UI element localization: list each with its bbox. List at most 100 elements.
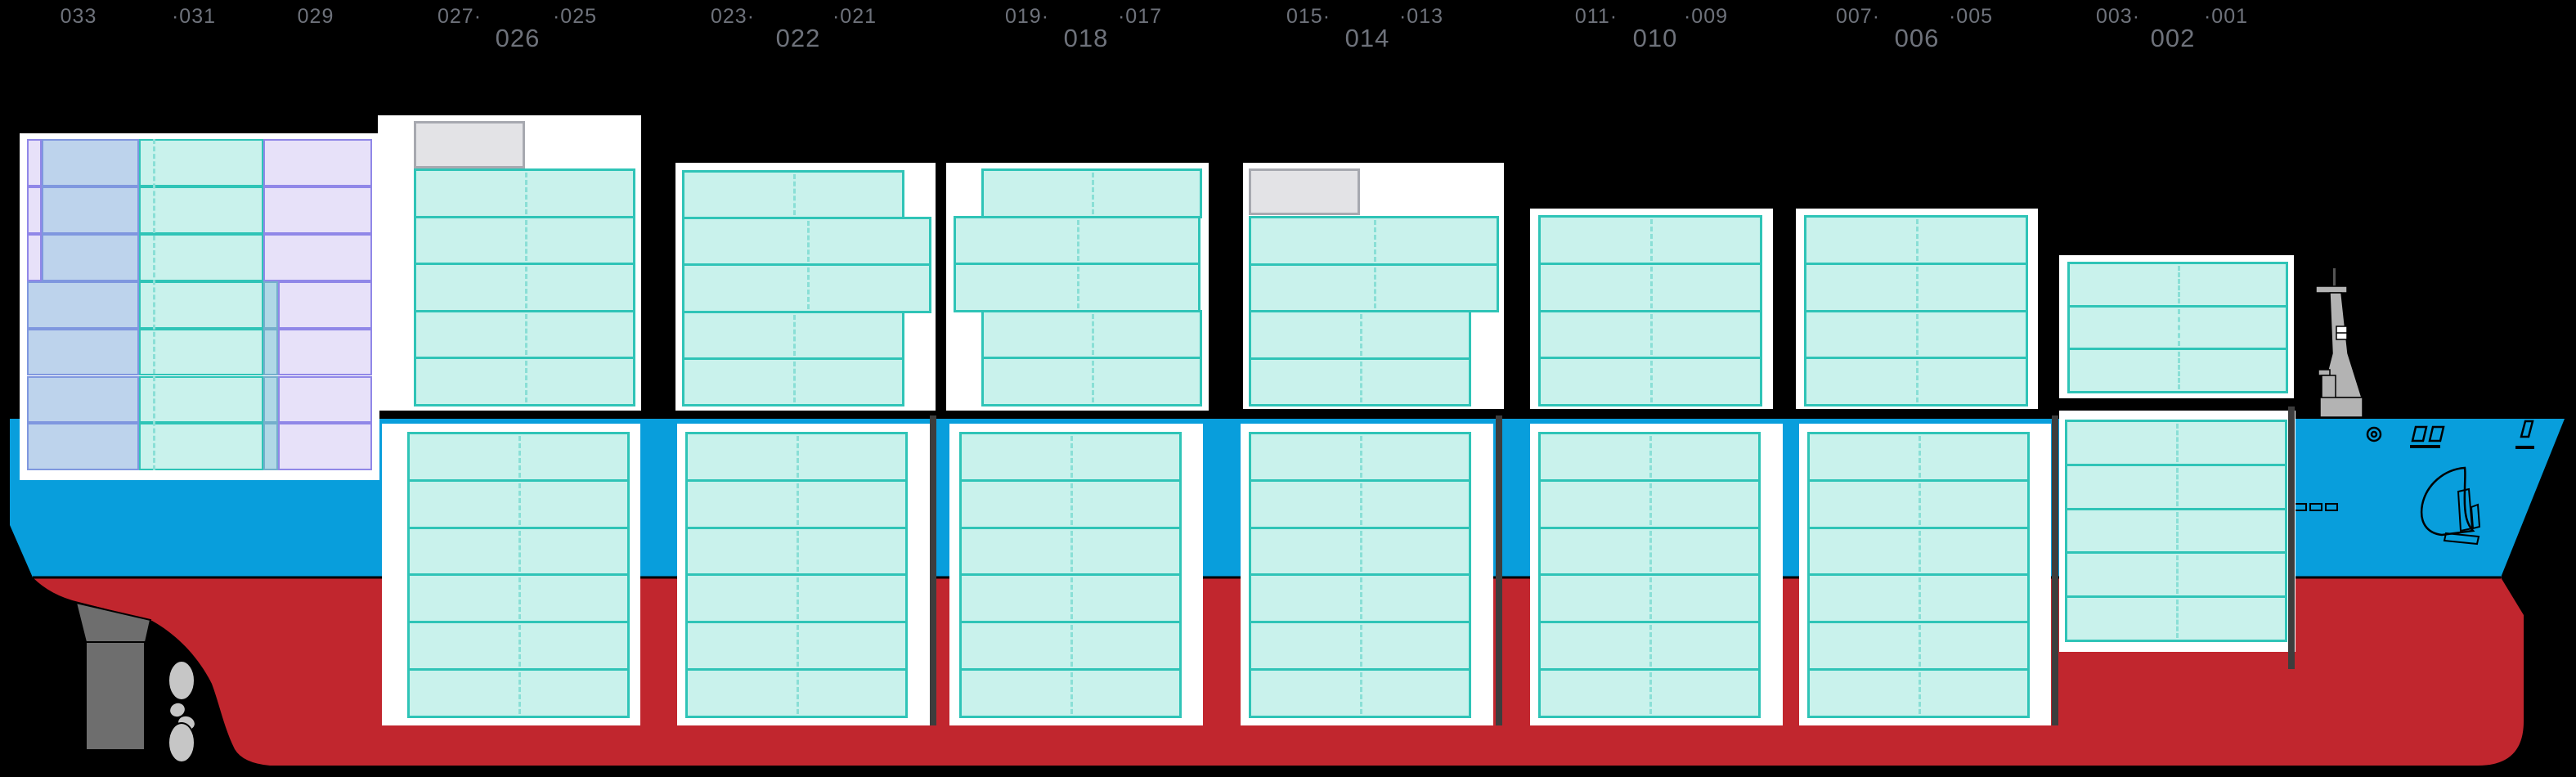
bay-label-001: ·001	[2203, 5, 2249, 28]
bay-label-019: 019·	[1004, 5, 1050, 28]
container-slot-aft-033-029[interactable]	[278, 281, 372, 329]
container-row-hold-026[interactable]	[407, 432, 630, 482]
container-slot-aft-033-029[interactable]	[139, 139, 263, 186]
container-row-deck-026[interactable]	[414, 263, 635, 312]
container-slot-aft-033-029[interactable]	[27, 423, 139, 471]
container-row-deck-018[interactable]	[981, 168, 1202, 218]
row-divider-dashed	[797, 672, 799, 714]
bay-label-006: 006	[1894, 24, 1940, 52]
container-row-hold-022[interactable]	[685, 526, 908, 577]
row-divider-dashed	[518, 577, 521, 620]
container-slot-aft-033-029[interactable]	[42, 186, 139, 234]
container-row-deck-014[interactable]	[1249, 357, 1471, 406]
row-divider-dashed	[797, 530, 799, 573]
container-slot-aft-033-029[interactable]	[263, 281, 278, 329]
container-slot-aft-033-029[interactable]	[263, 375, 278, 424]
container-row-hold-006[interactable]	[1807, 668, 2030, 718]
container-row-deck-026[interactable]	[414, 357, 635, 406]
container-row-hold-018[interactable]	[959, 432, 1182, 482]
container-slot-aft-033-029[interactable]	[278, 423, 372, 471]
container-slot-aft-033-029[interactable]	[139, 375, 263, 424]
container-row-deck-026[interactable]	[414, 215, 635, 266]
row-divider-dashed	[524, 219, 527, 262]
container-slot-aft-033-029[interactable]	[27, 139, 42, 186]
bay-label-014: 014	[1344, 24, 1390, 52]
bay-label-013: ·013	[1398, 5, 1444, 28]
deck-window-icons	[2410, 420, 2534, 449]
bay-label-003: 003·	[2095, 5, 2141, 28]
container-row-hold-010[interactable]	[1538, 668, 1761, 718]
container-row-hold-010[interactable]	[1538, 478, 1761, 529]
container-slot-aft-033-029[interactable]	[42, 233, 139, 281]
bay-label-031: ·031	[171, 5, 217, 28]
container-row-hold-018[interactable]	[959, 573, 1182, 624]
container-row-deck-018[interactable]	[981, 357, 1202, 406]
container-row-hold-018[interactable]	[959, 621, 1182, 671]
container-row-deck-006[interactable]	[1804, 309, 2028, 360]
bay-label-033: 033	[60, 5, 97, 28]
container-slot-aft-033-029[interactable]	[263, 233, 372, 281]
container-slot-aft-033-029[interactable]	[263, 423, 278, 471]
container-slot-aft-033-029[interactable]	[139, 423, 263, 471]
row-divider-dashed	[2178, 308, 2180, 347]
container-row-deck-022[interactable]	[682, 357, 904, 406]
container-slot-aft-033-029[interactable]	[27, 375, 139, 424]
fairlead-icon	[2366, 426, 2382, 442]
container-row-deck-018[interactable]	[954, 215, 1200, 266]
container-row-hold-018[interactable]	[959, 668, 1182, 718]
container-row-hold-018[interactable]	[959, 478, 1182, 529]
container-row-deck-006[interactable]	[1804, 357, 2028, 406]
container-row-hold-022[interactable]	[685, 668, 908, 718]
container-row-hold-018[interactable]	[959, 526, 1182, 577]
row-divider-dashed	[1070, 577, 1073, 620]
row-divider-dashed	[1360, 436, 1362, 478]
container-row-hold-014[interactable]	[1249, 573, 1471, 624]
container-slot-aft-033-029[interactable]	[42, 139, 139, 186]
container-row-deck-010[interactable]	[1538, 262, 1762, 312]
container-slot-aft-033-029[interactable]	[139, 281, 263, 329]
container-slot-aft-033-029[interactable]	[27, 233, 42, 281]
deckhouse-box-deck-014	[1249, 168, 1360, 215]
container-row-hold-026[interactable]	[407, 668, 630, 718]
container-row-deck-010[interactable]	[1538, 357, 1762, 406]
container-slot-aft-033-029[interactable]	[27, 186, 42, 234]
container-row-deck-022[interactable]	[682, 170, 904, 220]
container-slot-aft-033-029[interactable]	[278, 375, 372, 424]
row-divider-dashed	[1650, 266, 1653, 308]
bay-label-022: 022	[775, 24, 821, 52]
container-row-hold-010[interactable]	[1538, 432, 1761, 482]
row-divider-dashed	[797, 483, 799, 525]
bay-label-025: ·025	[552, 5, 598, 28]
container-slot-aft-033-029[interactable]	[27, 281, 139, 329]
bay-label-011: 011·	[1574, 5, 1618, 28]
container-row-deck-002[interactable]	[2067, 348, 2288, 394]
bay-label-002: 002	[2150, 24, 2196, 52]
container-slot-aft-033-029[interactable]	[27, 328, 139, 376]
bay-label-017: ·017	[1117, 5, 1163, 28]
container-slot-aft-033-029[interactable]	[139, 328, 263, 376]
container-slot-aft-033-029[interactable]	[278, 328, 372, 376]
container-slot-aft-033-029[interactable]	[263, 139, 372, 186]
container-row-hold-002[interactable]	[2065, 420, 2287, 466]
row-divider-dashed	[806, 221, 810, 263]
container-row-hold-006[interactable]	[1807, 573, 2030, 624]
container-row-hold-010[interactable]	[1538, 573, 1761, 624]
bay-label-029: 029	[297, 5, 334, 28]
container-row-hold-002[interactable]	[2065, 595, 2287, 642]
row-divider-dashed	[518, 625, 521, 667]
row-divider-dashed	[1360, 530, 1362, 573]
container-row-deck-010[interactable]	[1538, 215, 1762, 265]
container-row-hold-014[interactable]	[1249, 668, 1471, 718]
row-divider-dashed	[1649, 530, 1652, 573]
row-divider-dashed	[2176, 467, 2179, 506]
container-slot-aft-033-029[interactable]	[139, 233, 263, 281]
row-divider-dashed	[1650, 219, 1653, 261]
container-slot-aft-033-029[interactable]	[263, 328, 278, 376]
row-divider-dashed	[2176, 555, 2179, 595]
container-slot-aft-033-029[interactable]	[139, 186, 263, 234]
container-row-hold-006[interactable]	[1807, 621, 2030, 671]
container-row-hold-006[interactable]	[1807, 432, 2030, 482]
row-divider-dashed	[1916, 219, 1919, 261]
container-slot-aft-033-029[interactable]	[263, 186, 372, 234]
